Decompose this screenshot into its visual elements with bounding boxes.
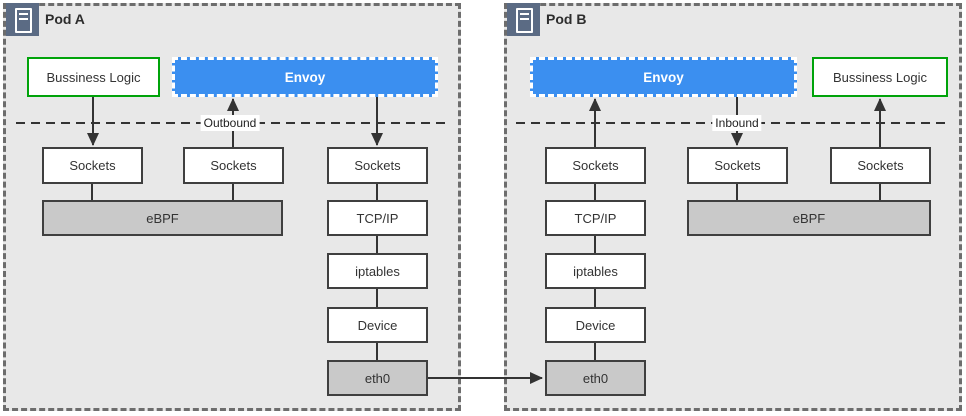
pod-b-business-logic-node: Bussiness Logic <box>812 57 948 97</box>
pod-b-sockets-node-1: Sockets <box>545 147 646 184</box>
outbound-label: Outbound <box>200 115 260 131</box>
pod-a-ebpf-node: eBPF <box>42 200 283 236</box>
pod-a-business-logic-node: Bussiness Logic <box>27 57 160 97</box>
pod-b-iptables-node: iptables <box>545 253 646 289</box>
pod-b-server-icon <box>507 3 540 36</box>
inbound-label: Inbound <box>712 115 762 131</box>
pod-a-envoy-node: Envoy <box>172 57 438 97</box>
server-glyph <box>15 8 32 33</box>
pod-b-sockets-node-3: Sockets <box>830 147 931 184</box>
pod-b-ebpf-node: eBPF <box>687 200 931 236</box>
pod-b-sockets-node-2: Sockets <box>687 147 788 184</box>
pod-a-sockets-node-2: Sockets <box>183 147 284 184</box>
pod-a-iptables-node: iptables <box>327 253 428 289</box>
pod-a-server-icon <box>6 3 39 36</box>
pod-b-device-node: Device <box>545 307 646 343</box>
pod-a-eth0-node: eth0 <box>327 360 428 396</box>
server-glyph <box>516 8 533 33</box>
pod-b-eth0-node: eth0 <box>545 360 646 396</box>
pod-b-envoy-node: Envoy <box>530 57 797 97</box>
pod-a-device-node: Device <box>327 307 428 343</box>
pod-b-tcpip-node: TCP/IP <box>545 200 646 236</box>
pod-b-title: Pod B <box>546 11 587 27</box>
pod-a-title: Pod A <box>45 11 85 27</box>
pod-a-sockets-node-1: Sockets <box>42 147 143 184</box>
pod-a-sockets-node-3: Sockets <box>327 147 428 184</box>
pod-a-tcpip-node: TCP/IP <box>327 200 428 236</box>
